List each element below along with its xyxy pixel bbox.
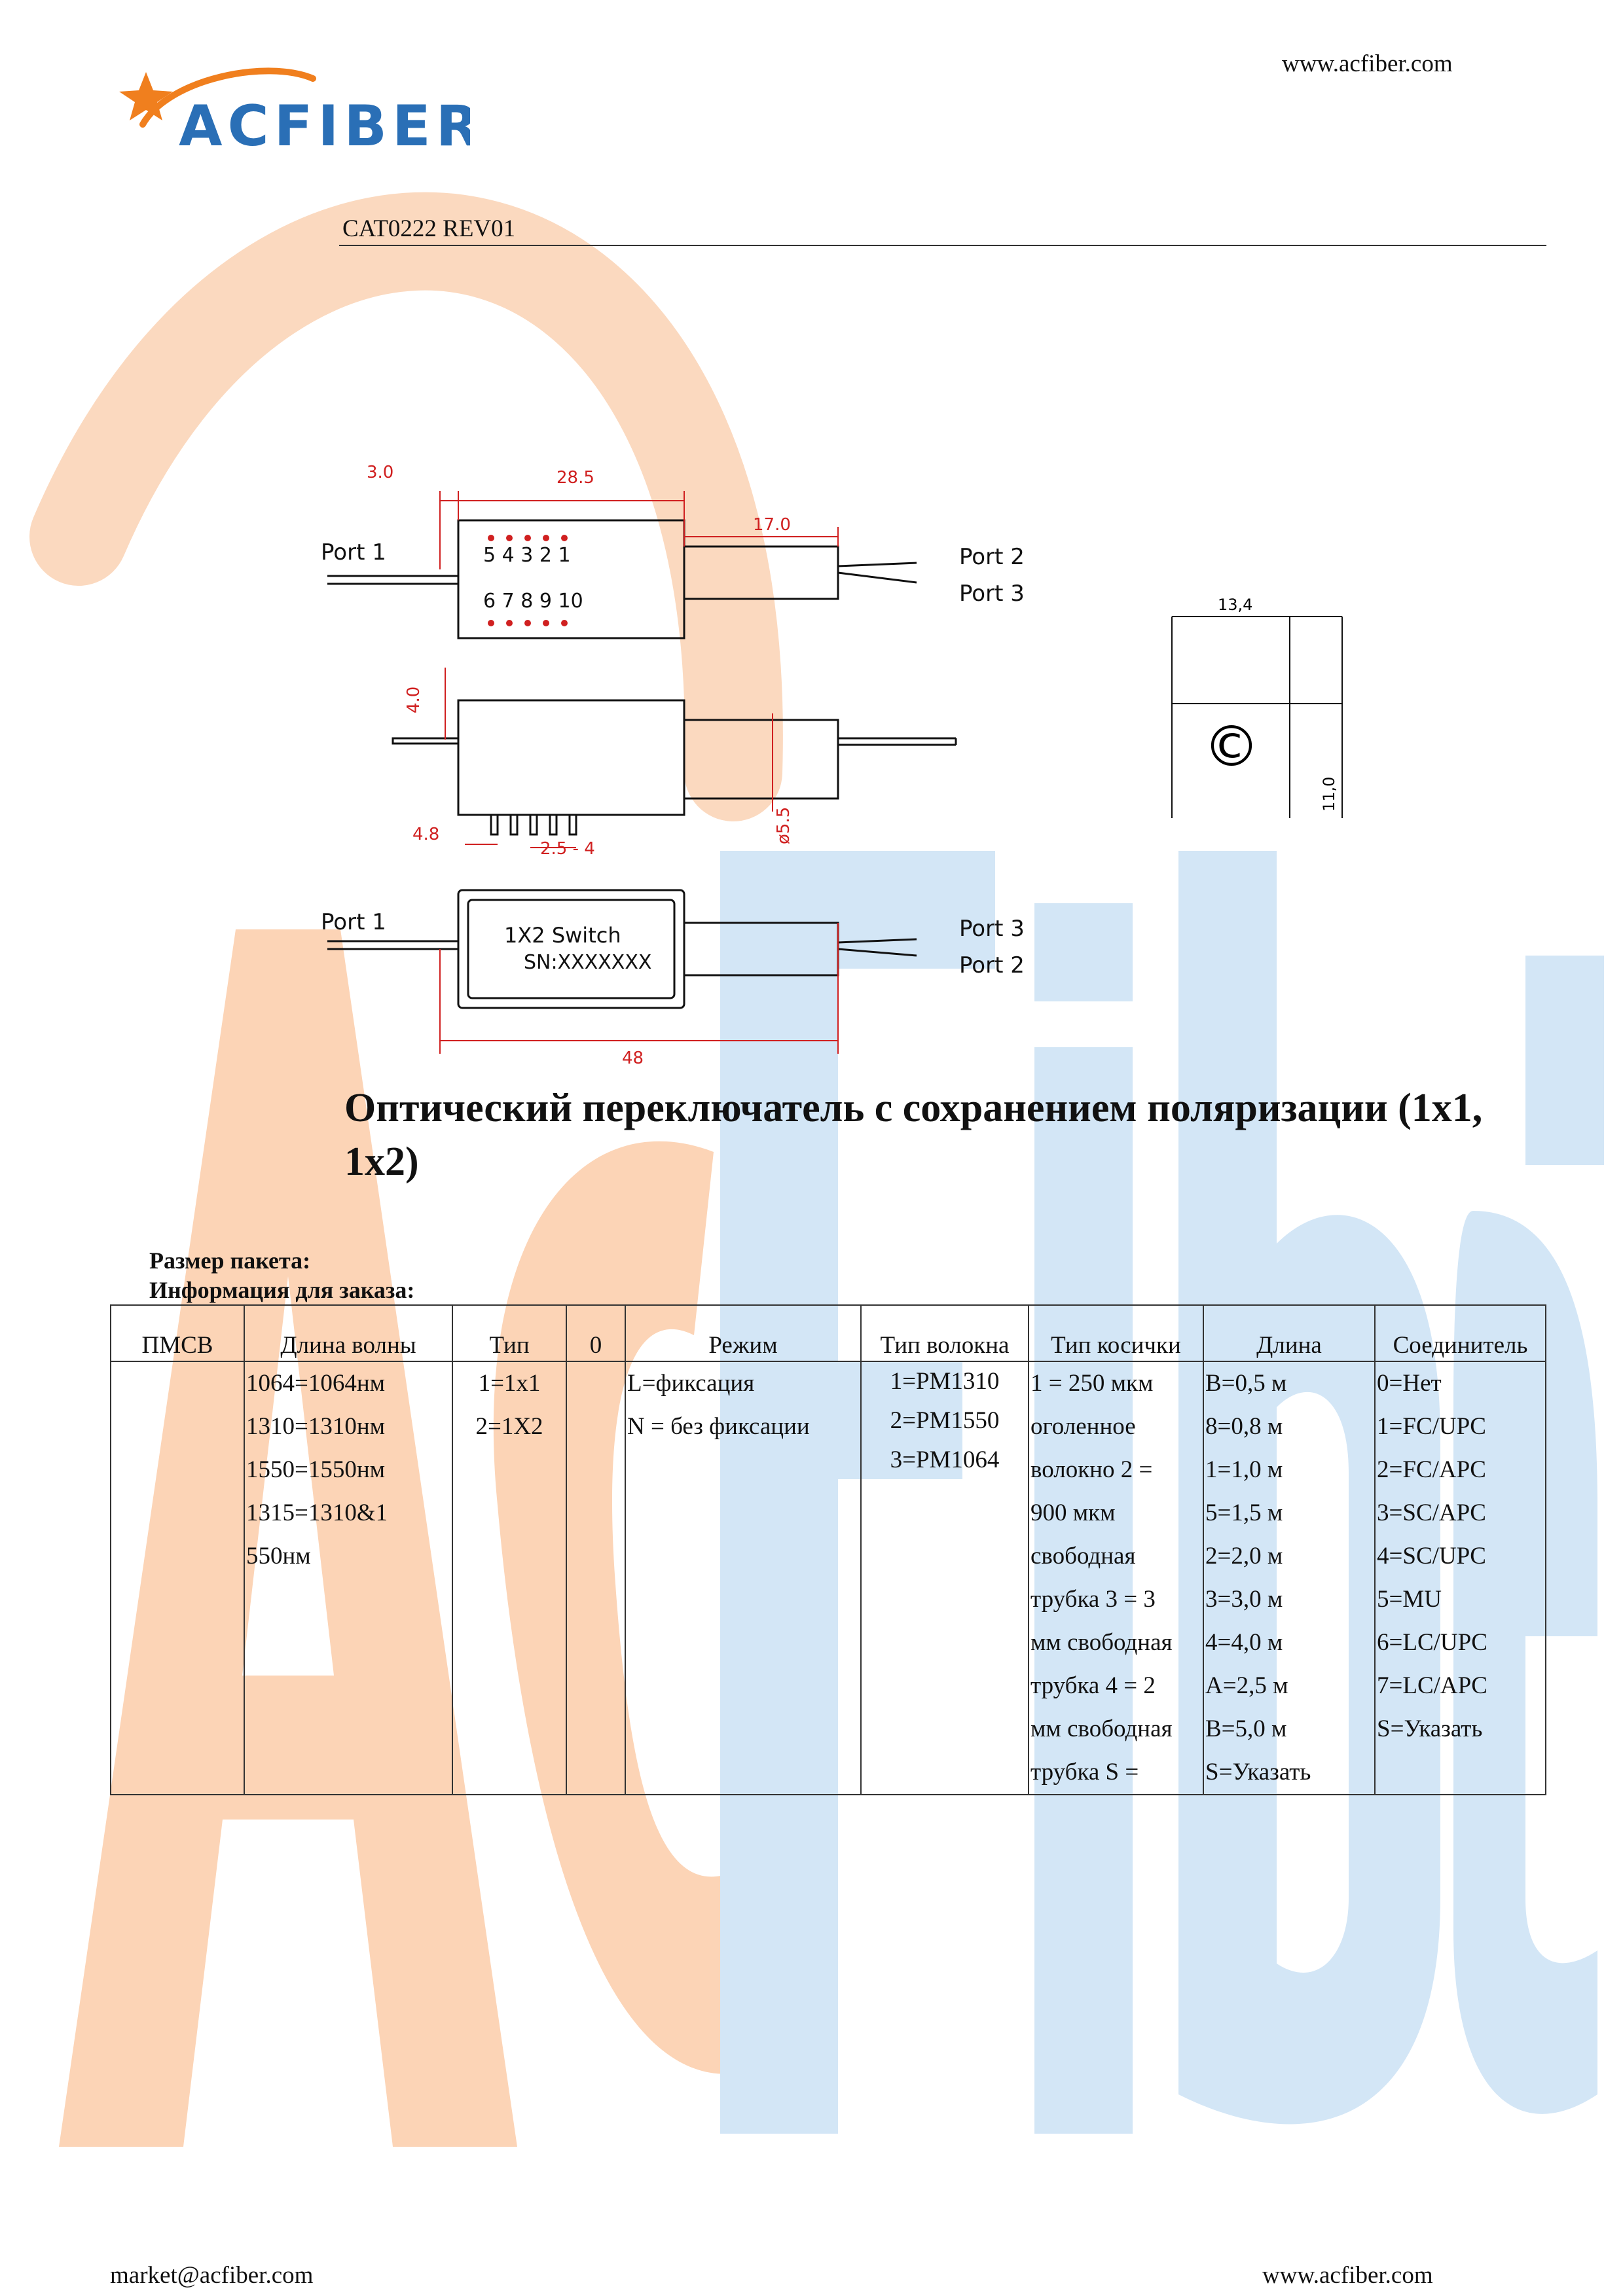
package-size-label: Размер пакета: [149,1247,311,1274]
connector-option: 3=SC/APC [1377,1499,1486,1526]
order-table: ПМСВ Длина волны Тип 0 Режим Тип волокна… [110,1304,1546,1795]
col-header-pigtail-type: Тип косички [1028,1304,1204,1362]
acfiber-logo: ACFIBER [119,67,470,157]
col-header-wavelength: Длина волны [244,1304,453,1362]
wavelength-option: 1550=1550нм [246,1456,386,1483]
pigtail-option: трубка 4 = 2 [1030,1672,1156,1699]
col-header-connector: Соединитель [1374,1304,1546,1362]
order-info-label: Информация для заказа: [149,1277,415,1303]
type-option: 1=1x1 [478,1370,541,1397]
pin-numbers-top: 5 4 3 2 1 [483,544,571,567]
table-header-row: ПМСВ Длина волны Тип 0 Режим Тип волокна… [110,1304,1546,1362]
length-option: 1=1,0 м [1205,1456,1283,1483]
table-row: 1064=1064нм 1310=1310нм 1550=1550нм 1315… [110,1361,1546,1795]
pigtail-option: мм свободная [1030,1715,1173,1742]
catalog-reference: CAT0222 REV01 [342,215,516,242]
pigtail-option: 900 мкм [1030,1499,1116,1526]
col-header-mode: Режим [625,1304,862,1362]
footer-url[interactable]: www.acfiber.com [1262,2262,1433,2289]
port3-label-top: Port 3 [959,581,1025,607]
dim-tube-length: 17.0 [753,515,791,535]
pigtail-option: 1 = 250 мкм [1030,1370,1154,1397]
connector-option: 7=LC/APC [1377,1672,1487,1699]
page-title: Оптический переключатель с сохранением п… [344,1086,1483,1184]
header-url[interactable]: www.acfiber.com [1282,50,1453,77]
device-drawing: 3.0 28.5 17.0 Port 1 Port 2 Port 3 5 4 3… [321,463,1025,1068]
cell-fiber-type: 1=PM1310 2=PM1550 3=PM1064 [860,1361,1029,1795]
dim-pin-pitch: 2.5 - 4 [540,839,595,859]
dim-body-length: 28.5 [556,468,594,488]
svg-text:ACFIBER: ACFIBER [179,94,470,157]
footer-email[interactable]: market@acfiber.com [110,2262,314,2289]
length-option: 3=3,0 м [1205,1586,1283,1613]
pigtail-option: трубка 3 = 3 [1030,1586,1156,1613]
dim-height: 4.0 [404,687,424,713]
length-option: 8=0,8 м [1205,1413,1283,1440]
side-dim-height: 11,0 [1320,777,1338,812]
length-option: B=0,5 м [1205,1370,1287,1397]
cell-zero [566,1361,626,1795]
dim-pin-offset: 4.8 [412,825,439,844]
wavelength-option: 1310=1310нм [246,1413,386,1440]
connector-option: 1=FC/UPC [1377,1413,1486,1440]
mode-option: N = без фиксации [627,1413,810,1440]
cell-type: 1=1x1 2=1X2 [452,1361,567,1795]
device-label-line1: 1X2 Switch [504,923,621,948]
wavelength-option: 550нм [246,1543,311,1570]
dim-tube-dia: ø5.5 [774,807,793,844]
col-header-zero: 0 [566,1304,626,1362]
cell-mode: L=фиксация N = без фиксации [625,1361,862,1795]
port1-label-bottom: Port 1 [321,909,386,935]
connector-option: S=Указать [1377,1715,1483,1742]
fiber-type-option: 1=PM1310 [890,1368,1000,1395]
pigtail-option: свободная [1030,1543,1136,1570]
pin-numbers-bottom: 6 7 8 9 10 [483,590,583,613]
dim-total-length: 48 [622,1049,644,1068]
pigtail-option: оголенное [1030,1413,1136,1440]
mode-option: L=фиксация [627,1370,755,1397]
col-header-fiber-type: Тип волокна [860,1304,1029,1362]
length-option: S=Указать [1205,1759,1311,1785]
wavelength-option: 1315=1310&1 [246,1499,388,1526]
cell-length: B=0,5 м 8=0,8 м 1=1,0 м 5=1,5 м 2=2,0 м … [1203,1361,1376,1795]
dim-top-offset: 3.0 [367,463,393,482]
col-header-type: Тип [452,1304,567,1362]
connector-option: 2=FC/APC [1377,1456,1486,1483]
cell-pmsv [110,1361,245,1795]
pigtail-option: мм свободная [1030,1629,1173,1656]
length-option: 5=1,5 м [1205,1499,1283,1526]
connector-option: 5=MU [1377,1586,1442,1613]
connector-option: 6=LC/UPC [1377,1629,1487,1656]
col-header-length: Длина [1203,1304,1376,1362]
pigtail-option: волокно 2 = [1030,1456,1153,1483]
side-symbol: © [1203,714,1260,780]
cell-connector: 0=Нет 1=FC/UPC 2=FC/APC 3=SC/APC 4=SC/UP… [1374,1361,1546,1795]
pigtail-option: трубка S = [1030,1759,1139,1785]
length-option: B=5,0 м [1205,1715,1287,1742]
port2-label-top: Port 2 [959,544,1025,570]
header-divider [339,245,1546,246]
side-section-drawing: 13,4 © 11,0 [1171,596,1343,818]
fiber-type-option: 2=PM1550 [890,1407,1000,1434]
length-option: 2=2,0 м [1205,1543,1283,1570]
connector-option: 4=SC/UPC [1377,1543,1486,1570]
cell-pigtail-type: 1 = 250 мкм оголенное волокно 2 = 900 мк… [1028,1361,1204,1795]
length-option: A=2,5 м [1205,1672,1288,1699]
side-dim-width: 13,4 [1218,596,1252,614]
port1-label-top: Port 1 [321,539,386,565]
length-option: 4=4,0 м [1205,1629,1283,1656]
wavelength-option: 1064=1064нм [246,1370,386,1397]
device-label-line2: SN:XXXXXXX [524,951,651,974]
fiber-type-option: 3=PM1064 [890,1446,1000,1473]
col-header-pmsv: ПМСВ [110,1304,245,1362]
port3-label-bottom: Port 3 [959,916,1025,942]
connector-option: 0=Нет [1377,1370,1442,1397]
cell-wavelength: 1064=1064нм 1310=1310нм 1550=1550нм 1315… [244,1361,453,1795]
type-option: 2=1X2 [475,1413,543,1440]
port2-label-bottom: Port 2 [959,952,1025,978]
